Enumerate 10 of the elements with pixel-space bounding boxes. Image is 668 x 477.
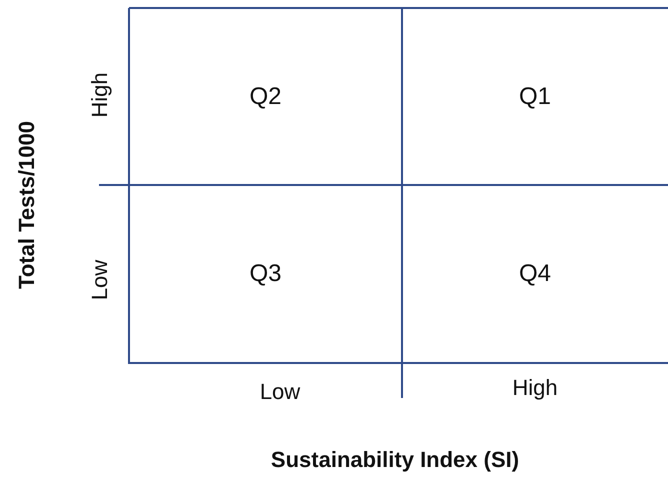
quadrant-label: Q2 — [249, 82, 282, 110]
axis-level-label: High — [512, 375, 558, 401]
axis-title: Total Tests/1000 — [14, 121, 40, 289]
axis-level-label: Low — [260, 379, 300, 405]
axis-title: Sustainability Index (SI) — [270, 447, 520, 473]
axis-level-label: High — [87, 72, 113, 118]
quadrant-label: Q4 — [518, 260, 551, 288]
quadrant-label: Q1 — [518, 82, 551, 110]
axis-level-label: Low — [87, 260, 113, 300]
quadrant-label: Q3 — [249, 260, 282, 288]
